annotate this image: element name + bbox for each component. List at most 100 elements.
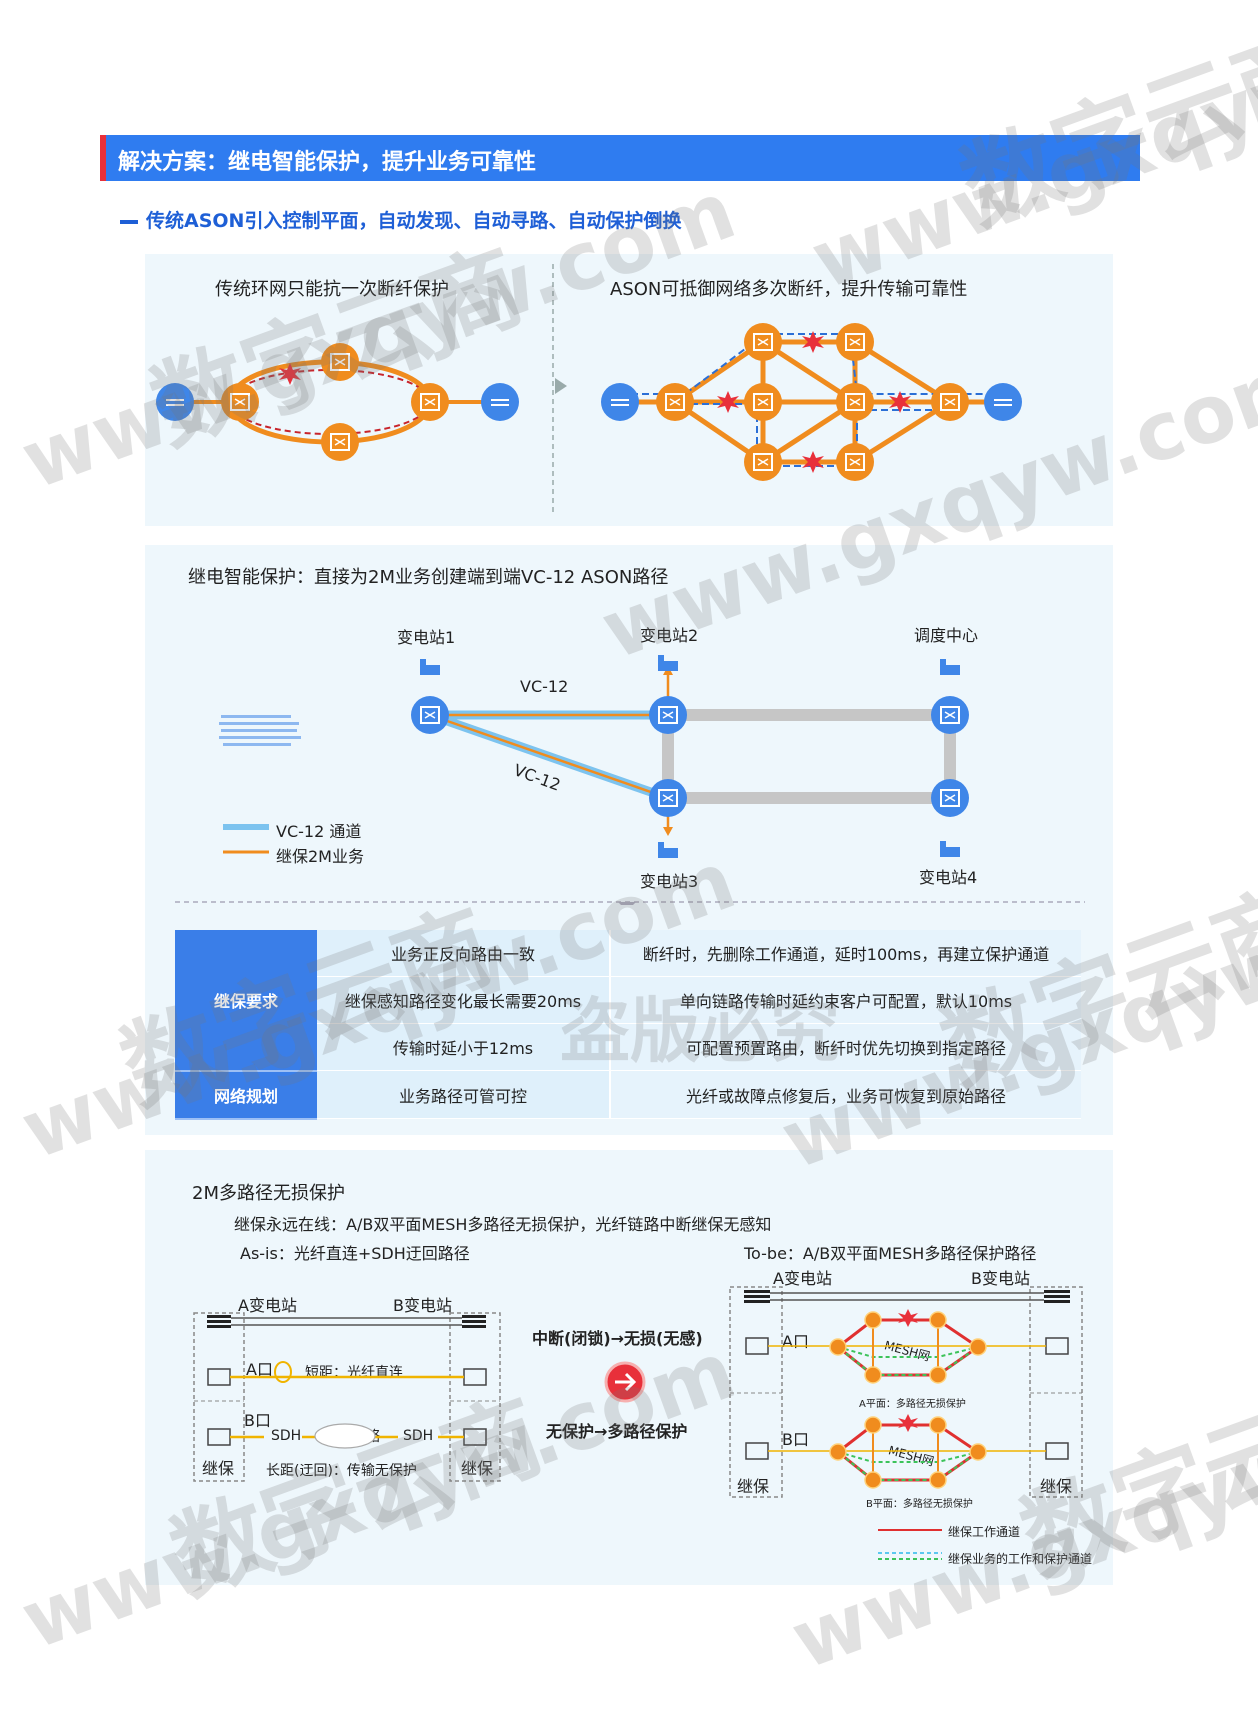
table-row: 网络规划 业务路径可管可控 光纤或故障点修复后，业务可恢复到原始路径 (175, 1070, 1081, 1120)
ason-comparison-diagram (155, 264, 1023, 516)
network-links (662, 709, 956, 804)
ring-node (220, 382, 260, 422)
table-row-header: 网络规划 (175, 1070, 317, 1120)
ason-node (835, 442, 875, 482)
mesh-plane-a (829, 1309, 987, 1384)
asis-sdh-left: SDH (271, 1428, 302, 1444)
watermark: 数字云商 (947, 9, 1258, 246)
transition-bottom: 无保护→多路径保护 (546, 1422, 688, 1441)
ason-node (835, 322, 875, 362)
legend-service-label: 继保2M业务 (276, 847, 364, 866)
requirements-table: 继保要求 业务正反向路由一致 断纤时，先删除工作通道，延时100ms，再建立保护… (175, 930, 1081, 1120)
banner-title: 解决方案：继电智能保护，提升业务可靠性 (118, 150, 537, 175)
relay-device-icon (745, 1442, 769, 1460)
transition-top: 中断(闭锁)→无损(无感) (532, 1329, 703, 1348)
ring-node (320, 422, 360, 462)
dispatch-node (930, 695, 970, 735)
station2-node (648, 695, 688, 735)
multipath-desc: 继保永远在线：A/B双平面MESH多路径无损保护，光纤链路中断继保无感知 (234, 1215, 772, 1234)
tobe-legend-work: 继保工作通道 (948, 1525, 1021, 1539)
relay-device-icon (745, 1337, 769, 1355)
ring-protection-path (229, 369, 431, 435)
table-row: 传输时延小于12ms 可配置预置路由，断纤时优先切换到指定路径 (175, 1023, 1081, 1071)
legend-channel-label: VC-12 通道 (276, 822, 362, 841)
vc12-top-label: VC-12 (520, 677, 569, 696)
ason-node (743, 322, 783, 362)
station4-label: 变电站4 (919, 868, 978, 887)
station2-label: 变电站2 (640, 626, 699, 645)
table-cell: 传输时延小于12ms (317, 1023, 611, 1071)
multipath-title: 2M多路径无损保护 (192, 1183, 345, 1204)
asis-a-port: A口 (246, 1360, 273, 1379)
tobe-diagram (729, 1286, 1083, 1560)
station3-label: 变电站3 (640, 872, 699, 891)
tobe-a-station: A变电站 (773, 1269, 832, 1288)
ason-node (835, 382, 875, 422)
table-row-header: 继保要求 (175, 930, 317, 1072)
ason-node (743, 442, 783, 482)
table-cell: 业务路径可管可控 (317, 1070, 611, 1119)
relay-device-icon (1045, 1337, 1069, 1355)
tobe-label: To-be：A/B双平面MESH多路径保护路径 (744, 1244, 1037, 1263)
tobe-relay-left: 继保 (737, 1477, 770, 1496)
asis-diagram (193, 1312, 501, 1482)
arrow-down-icon (618, 902, 636, 905)
asis-a-station: A变电站 (238, 1296, 297, 1315)
asis-label: As-is：光纤直连+SDH迂回路径 (240, 1244, 470, 1263)
table-cell: 继保感知路径变化最长需要20ms (317, 976, 611, 1024)
ason-node (743, 382, 783, 422)
asis-sdh-right: SDH (403, 1428, 434, 1444)
mesh-plane-b (829, 1414, 987, 1489)
banner-accent-bar (100, 135, 106, 181)
dispatch-label: 调度中心 (914, 626, 979, 645)
ason-title: ASON可抵御网络多次断纤，提升传输可靠性 (610, 279, 968, 300)
asis-long-label: 长距(迂回)：传输无保护 (266, 1463, 417, 1479)
ring-endpoint-left (155, 382, 195, 422)
relay-title: 继电智能保护：直接为2M业务创建端到端VC-12 ASON路径 (188, 567, 669, 588)
asis-b-port: B口 (244, 1411, 271, 1430)
tobe-b-station: B变电站 (971, 1269, 1030, 1288)
table-cell: 光纤或故障点修复后，业务可恢复到原始路径 (610, 1070, 1081, 1119)
station3-node (648, 778, 688, 818)
station1-label: 变电站1 (397, 628, 456, 647)
tobe-relay-right: 继保 (1040, 1477, 1073, 1496)
substation-icon (940, 841, 960, 857)
ason-node (655, 382, 695, 422)
section1-subtitle-text: 传统ASON引入控制平面，自动发现、自动寻路、自动保护倒换 (146, 210, 682, 232)
table-row: 继保要求 业务正反向路由一致 断纤时，先删除工作通道，延时100ms，再建立保护… (175, 930, 1081, 1072)
speed-lines-icon (219, 715, 301, 746)
tobe-b-port: B口 (782, 1430, 809, 1449)
ason-endpoint-right (983, 382, 1023, 422)
subtitle-dash (120, 219, 138, 224)
substation-icon (658, 655, 678, 671)
vc12-path-diagram (175, 655, 1085, 905)
table-row: 继保感知路径变化最长需要20ms 单向链路传输时延约束客户可配置，默认10ms (175, 976, 1081, 1024)
asis-relay-left: 继保 (202, 1459, 235, 1478)
asis-relay-right: 继保 (461, 1459, 494, 1478)
ring-endpoint-right (480, 382, 520, 422)
relay-2m-service (429, 713, 669, 800)
relay-device-icon (207, 1428, 231, 1446)
substation-icon (420, 659, 440, 675)
ring-node (320, 342, 360, 382)
table-cell: 业务正反向路由一致 (317, 930, 611, 977)
table-cell: 单向链路传输时延约束客户可配置，默认10ms (610, 976, 1081, 1024)
fiber-coil-icon (274, 1361, 292, 1383)
ring-node (410, 382, 450, 422)
station4-node (930, 778, 970, 818)
table-cell: 断纤时，先删除工作通道，延时100ms，再建立保护通道 (610, 930, 1081, 977)
sdh-cloud-icon (314, 1423, 376, 1449)
ason-node (930, 382, 970, 422)
ring-title: 传统环网只能抗一次断纤保护 (215, 279, 449, 300)
station1-node (410, 695, 450, 735)
ason-endpoint-left (600, 382, 640, 422)
section-banner: 解决方案：继电智能保护，提升业务可靠性 (100, 135, 1140, 181)
table-cell: 可配置预置路由，断纤时优先切换到指定路径 (610, 1023, 1081, 1071)
relay-device-icon (463, 1428, 487, 1446)
relay-device-icon (207, 1368, 231, 1386)
tobe-plane-a: A平面：多路径无损保护 (859, 1399, 966, 1410)
asis-b-station: B变电站 (393, 1296, 452, 1315)
tobe-plane-b: B平面：多路径无损保护 (866, 1499, 973, 1510)
tobe-legend-both: 继保业务的工作和保护通道 (948, 1552, 1093, 1566)
arrow-right-icon (604, 1361, 646, 1403)
